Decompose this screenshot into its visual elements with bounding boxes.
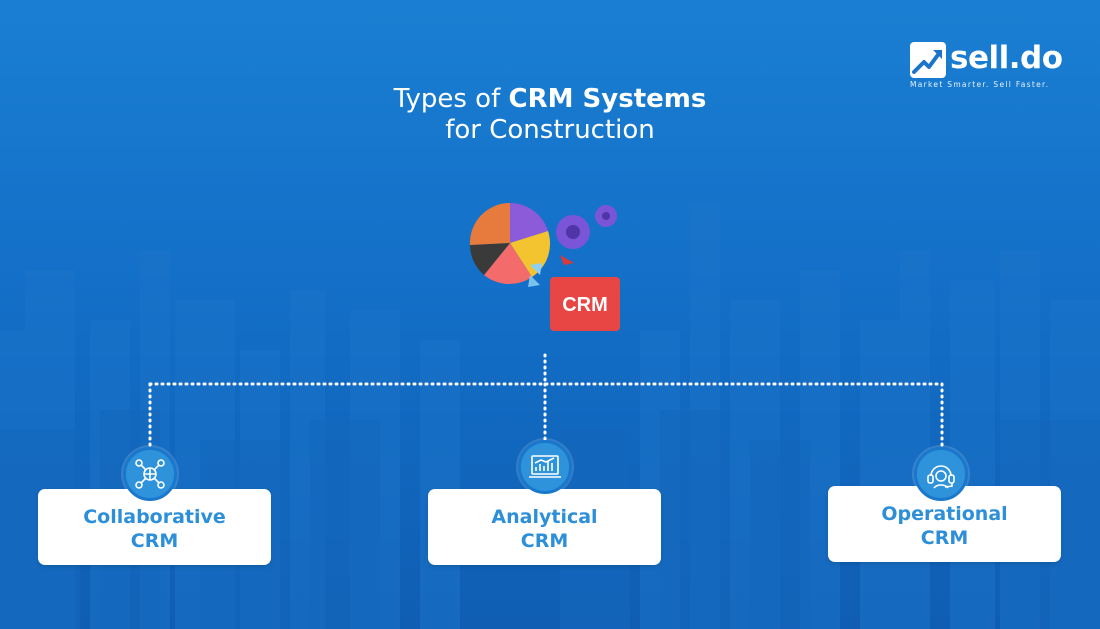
growth-arrow-icon <box>910 42 946 78</box>
analytical-crm-card: Analytical CRM <box>428 489 661 565</box>
crm-badge: CRM <box>550 255 620 331</box>
network-people-icon <box>135 459 165 489</box>
laptop-chart-icon <box>529 455 561 478</box>
logo-tagline: Market Smarter. Sell Faster. <box>910 80 1050 89</box>
card-line1: Operational <box>881 503 1008 525</box>
headset-support-icon <box>927 465 955 489</box>
card-line1: Analytical <box>491 506 598 528</box>
card-line1: Collaborative <box>83 506 226 528</box>
pie-chart-icon <box>469 202 551 285</box>
card-line2: CRM <box>520 530 569 552</box>
card-line2: CRM <box>130 530 179 552</box>
svg-text:CRM: CRM <box>562 294 608 316</box>
card-line2: CRM <box>920 527 969 549</box>
crm-analytics-illustration: CRM <box>469 202 620 331</box>
analytical-badge <box>518 440 572 494</box>
operational-badge <box>914 447 968 501</box>
gear-icon <box>556 205 617 249</box>
collaborative-badge <box>123 447 177 501</box>
title-bold: CRM Systems <box>508 84 707 114</box>
title-line2: for Construction <box>445 115 655 145</box>
arrows-icon <box>515 260 555 290</box>
collaborative-crm-card: Collaborative CRM <box>38 489 271 565</box>
title-prefix: Types of <box>393 84 509 114</box>
logo-wordmark: sell.do <box>950 40 1063 76</box>
page-title: Types of CRM Systems for Construction <box>0 84 1100 146</box>
sell-do-logo[interactable]: sell.do Market Smarter. Sell Faster. <box>910 40 1063 92</box>
